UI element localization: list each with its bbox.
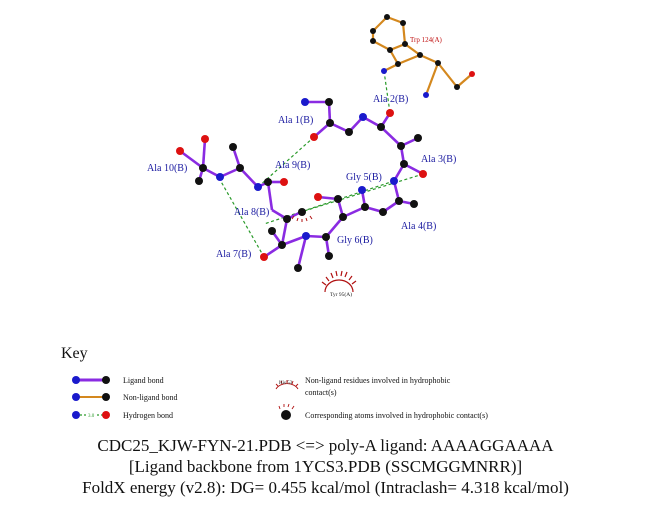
- hbond-gly5-ala7: [263, 180, 395, 225]
- label-ala1: Ala 1(B): [278, 115, 313, 126]
- key-title: Key: [61, 345, 88, 362]
- tyr95-hydrophobic-symbol: [321, 270, 357, 293]
- key-hbond-distance: 3.0: [88, 414, 95, 419]
- key-nonligand-residues-label-2: contact(s): [305, 388, 337, 397]
- hydrophobic-arc-ala8: [291, 215, 313, 222]
- key-ligand-bond-label: Ligand bond: [123, 376, 164, 385]
- hbond-ala10-ala7: [218, 177, 265, 258]
- label-ala8: Ala 8(B): [234, 207, 269, 218]
- key-nonligand-bond-label: Non-ligand bond: [123, 393, 177, 402]
- label-ala3: Ala 3(B): [421, 154, 456, 165]
- label-ala9: Ala 9(B): [275, 160, 310, 171]
- label-ala7: Ala 7(B): [216, 249, 251, 260]
- nitrogen-atoms: [216, 68, 429, 240]
- label-ala4: Ala 4(B): [401, 221, 436, 232]
- key-hydrogen-bond-sample: [72, 411, 110, 419]
- footer-line-1: CDC25_KJW-FYN-21.PDB <=> poly-A ligand: …: [97, 436, 554, 455]
- footer-line-2: [Ligand backbone from 1YCS3.PDB (SSCMGGM…: [128, 457, 523, 476]
- footer-line-3: FoldX energy (v2.8): DG= 0.455 kcal/mol …: [82, 478, 569, 497]
- key-hydrogen-bond-label: Hydrogen bond: [123, 411, 173, 420]
- label-trp124: Trp 124(A): [410, 36, 442, 44]
- key-his53-symbol: [275, 380, 299, 390]
- key-nonligand-bond-sample: [72, 393, 110, 401]
- ligand-bonds: [179, 100, 424, 269]
- label-ala10: Ala 10(B): [147, 163, 187, 174]
- label-ala2: Ala 2(B): [373, 94, 408, 105]
- carbon-atoms: [195, 14, 460, 272]
- key-his53-label: His 53: [279, 381, 293, 386]
- oxygen-atoms: [176, 71, 475, 261]
- label-gly6: Gly 6(B): [337, 235, 373, 246]
- key-ligand-bond-sample: [72, 376, 110, 384]
- key-corresponding-atom-symbol: [278, 403, 295, 420]
- hbond-trp-ala2: [383, 70, 391, 114]
- hbond-ala3-ala7: [300, 173, 424, 213]
- key-corresponding-atoms-label: Corresponding atoms involved in hydropho…: [305, 411, 488, 420]
- label-tyr95: Tyr 95(A): [330, 291, 352, 298]
- key-nonligand-residues-label-1: Non-ligand residues involved in hydropho…: [305, 376, 451, 385]
- label-gly5: Gly 5(B): [346, 172, 382, 183]
